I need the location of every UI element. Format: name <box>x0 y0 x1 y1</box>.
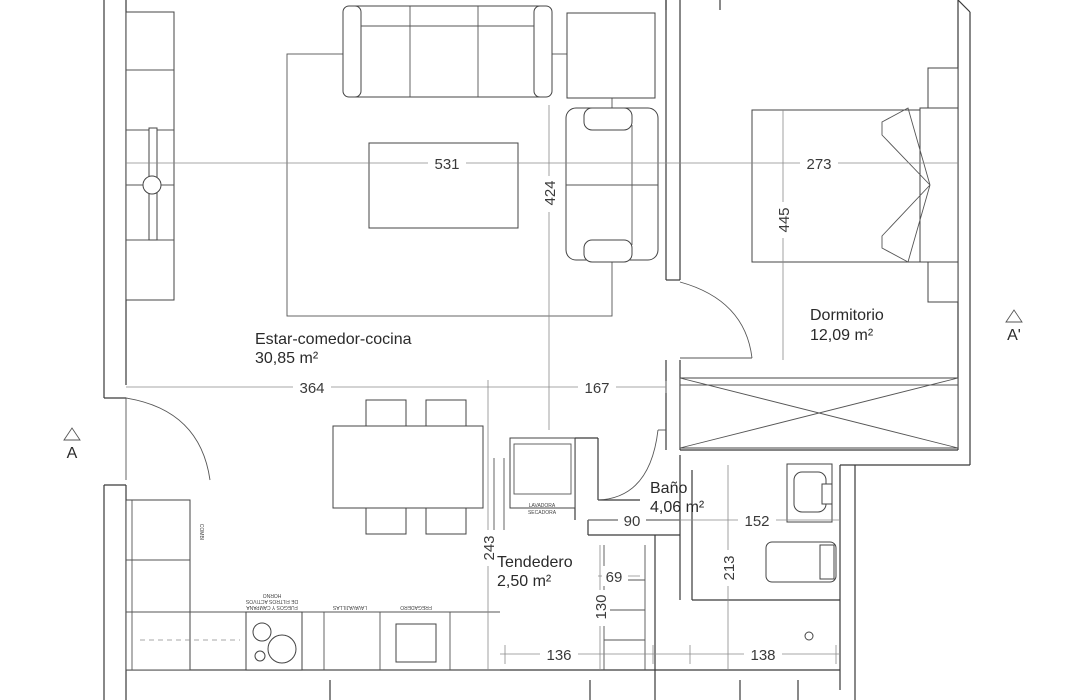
living-furniture <box>125 5 659 317</box>
doors <box>125 281 753 530</box>
dining-table <box>332 425 484 509</box>
laundry: LAVADORA SECADORA <box>509 437 646 670</box>
room-area-bath: 4,06 m² <box>650 499 705 516</box>
chair <box>365 399 407 427</box>
hob-label-3: FUEGOS Y CAMPANA <box>246 604 298 610</box>
bathroom-fixtures <box>679 377 959 641</box>
washer-dryer <box>509 437 576 509</box>
dim-small-height: 130 <box>593 594 610 619</box>
dim-small-width: 69 <box>606 569 623 586</box>
dining-set <box>332 399 484 535</box>
section-marks: A A' <box>63 309 1023 462</box>
washer-label-2: SECADORA <box>528 510 557 516</box>
chair <box>365 507 407 535</box>
dim-hall-right: 167 <box>584 380 609 397</box>
dim-bottom-left: 136 <box>546 647 571 664</box>
washer-label-1: LAVADORA <box>529 503 556 509</box>
section-arrow-icon <box>63 427 81 441</box>
room-area-laundry: 2,50 m² <box>497 573 552 590</box>
dim-bottom-right: 138 <box>750 647 775 664</box>
sofa-top <box>342 5 553 98</box>
section-mark-right: A' <box>1007 327 1021 344</box>
chair <box>425 507 467 535</box>
toilet <box>765 541 837 583</box>
room-area-living: 30,85 m² <box>255 350 319 367</box>
dim-bedroom-width: 273 <box>806 156 831 173</box>
nightstand <box>927 261 959 303</box>
sofa-right <box>565 107 659 261</box>
dim-living-depth: 424 <box>542 180 559 205</box>
room-area-bedroom: 12,09 m² <box>810 327 874 344</box>
room-name-bedroom: Dormitorio <box>810 307 884 324</box>
room-labels: Estar-comedor-cocina 30,85 m² Dormitorio… <box>255 307 884 590</box>
hob-label-1: HORNO <box>263 592 282 598</box>
walls <box>103 0 971 700</box>
sink-label: FREGADERO <box>400 604 432 610</box>
dimension-labels: 531 273 424 445 364 167 90 152 243 213 6… <box>293 153 838 664</box>
section-arrow-icon <box>1005 309 1023 323</box>
dim-hall-left: 364 <box>299 380 324 397</box>
side-table <box>566 12 656 99</box>
section-mark-left: A <box>67 445 78 462</box>
dim-bath-right: 152 <box>744 513 769 530</box>
dim-bath-left: 90 <box>624 513 641 530</box>
dim-bedroom-depth: 445 <box>776 207 793 232</box>
bedroom-furniture <box>751 67 959 303</box>
hob-label-2: DE FILTROS ACTIVOS <box>245 598 298 604</box>
fridge <box>125 499 191 671</box>
dim-bath-height: 213 <box>721 555 738 580</box>
fridge-label: COMBI <box>198 524 204 540</box>
room-name-bath: Baño <box>650 480 687 497</box>
room-name-laundry: Tendedero <box>497 554 573 571</box>
room-name-living: Estar-comedor-cocina <box>255 331 412 348</box>
sink <box>395 623 437 663</box>
kitchen: HORNO DE FILTROS ACTIVOS FUEGOS Y CAMPAN… <box>125 499 500 671</box>
chair <box>425 399 467 427</box>
nightstand <box>927 67 959 109</box>
dim-laundry-height: 243 <box>481 535 498 560</box>
dim-living-width: 531 <box>434 156 459 173</box>
bed <box>751 109 931 263</box>
dishwasher-label: LAVAVAJILLAS <box>332 604 367 610</box>
